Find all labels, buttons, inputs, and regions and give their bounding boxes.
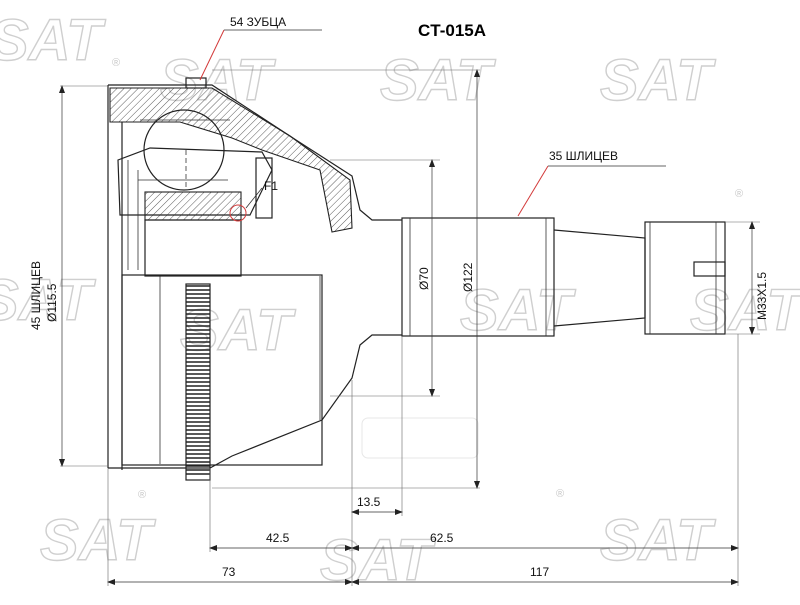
watermark-7: SAT (460, 278, 576, 343)
inner-race (144, 219, 242, 277)
keyway (693, 261, 726, 277)
f1-label: F1 (264, 179, 278, 193)
dimensions: 45 ШЛИЦЕВ Ø115.5 Ø70 Ø122 M33X1.5 13.5 4… (29, 69, 769, 586)
dim-62-5-label: 62.5 (430, 531, 454, 545)
watermark-9: SAT (40, 508, 156, 573)
spline-leader (517, 165, 549, 217)
outer-splines-label: 35 ШЛИЦЕВ (549, 149, 618, 163)
watermark-4: SAT (600, 48, 716, 113)
f1-marker (229, 204, 247, 222)
watermark-5: SAT (0, 268, 96, 333)
f1-leader (245, 187, 263, 209)
dim-13-5-label: 13.5 (357, 495, 381, 509)
d122-label: Ø122 (461, 262, 475, 292)
watermark-reg-4: ® (556, 488, 564, 500)
inner-splines-label: 45 ШЛИЦЕВ (29, 261, 43, 330)
ball (143, 109, 225, 191)
housing (107, 77, 402, 481)
ball-guides (138, 119, 230, 181)
watermark-1: SAT (0, 8, 106, 73)
teeth-label: 54 ЗУБЦА (230, 15, 286, 29)
dim-42-5-label: 42.5 (266, 531, 290, 545)
dim-73-label: 73 (222, 565, 236, 579)
housing-outline-bottom (108, 334, 402, 469)
watermark-10: SAT (320, 528, 436, 593)
abs-ring (185, 283, 211, 481)
housing-lower-body (121, 274, 323, 466)
inner-assembly: F1 (117, 109, 278, 277)
housing-outline-top (108, 84, 402, 221)
threaded-end (644, 221, 726, 335)
tooth-marker (185, 77, 207, 89)
watermark-11: SAT (600, 508, 716, 573)
d70-label: Ø70 (417, 267, 431, 290)
dim-117-label: 117 (530, 565, 549, 579)
inner-diameter-label: Ø115.5 (45, 283, 59, 322)
watermark-8: SAT (690, 278, 800, 343)
teeth-leader (199, 29, 225, 81)
part-number-title: CT-015A (418, 21, 486, 40)
watermark-reg-1: ® (112, 57, 120, 69)
circlip (255, 157, 273, 219)
watermark-reg-3: ® (138, 489, 146, 501)
watermark-reg-2: ® (735, 188, 743, 200)
watermark-3: SAT (380, 48, 496, 113)
thread-label: M33X1.5 (755, 272, 769, 320)
brand-logo (361, 417, 479, 459)
inner-race-upper (144, 191, 242, 221)
